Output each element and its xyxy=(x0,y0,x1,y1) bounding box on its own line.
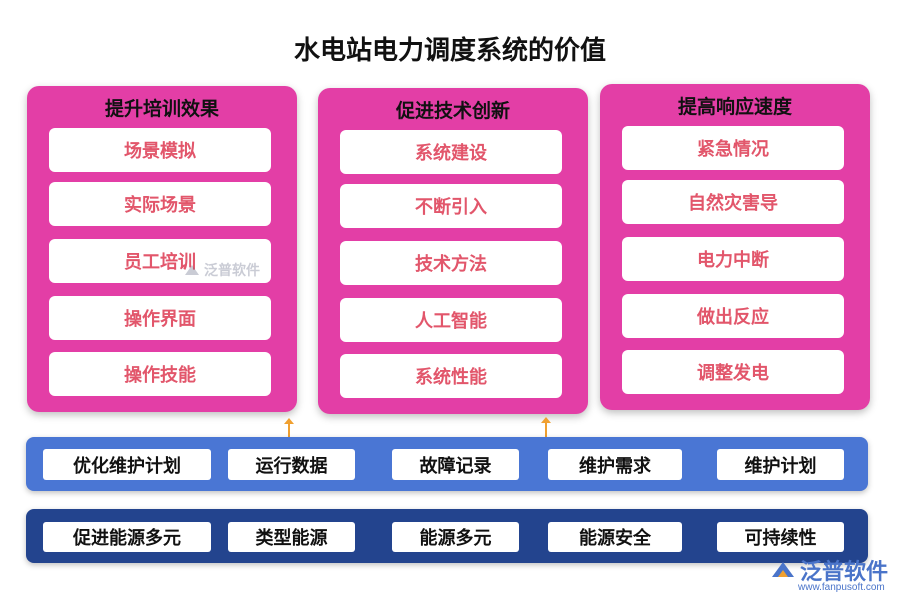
band-maintenance: 优化维护计划 运行数据 故障记录 维护需求 维护计划 xyxy=(26,437,868,491)
band-item: 维护计划 xyxy=(717,449,844,480)
band-item: 运行数据 xyxy=(228,449,355,480)
band-item: 维护需求 xyxy=(548,449,682,480)
panel-title: 提升培训效果 xyxy=(104,98,219,120)
band-item: 类型能源 xyxy=(228,522,355,552)
panel-item: 系统性能 xyxy=(340,354,562,398)
band-item: 促进能源多元 xyxy=(43,522,211,552)
panel-response: 提高响应速度 紧急情况 自然灾害导 电力中断 做出反应 调整发电 xyxy=(600,84,870,410)
panel-item: 系统建设 xyxy=(340,130,562,174)
brand-url: www.fanpusoft.com xyxy=(798,582,885,593)
panel-item: 不断引入 xyxy=(340,184,562,228)
band-item: 故障记录 xyxy=(392,449,519,480)
watermark: 泛普软件 xyxy=(184,260,260,280)
panel-item: 操作技能 xyxy=(49,352,271,396)
panel-title: 促进技术创新 xyxy=(395,100,510,122)
panel-item: 调整发电 xyxy=(622,350,844,394)
panel-item: 员工培训 xyxy=(49,239,271,283)
panel-item: 实际场景 xyxy=(49,182,271,226)
panel-item: 场景模拟 xyxy=(49,128,271,172)
brand-name: 泛普软件 xyxy=(800,560,889,585)
panel-innovation: 促进技术创新 系统建设 不断引入 技术方法 人工智能 系统性能 xyxy=(318,88,588,414)
brand-logo-icon xyxy=(772,562,794,577)
band-item: 能源多元 xyxy=(392,522,519,552)
band-item: 优化维护计划 xyxy=(43,449,211,480)
panel-training: 提升培训效果 场景模拟 实际场景 员工培训 操作界面 操作技能 xyxy=(27,86,297,412)
watermark-text: 泛普软件 xyxy=(204,263,260,279)
band-energy: 促进能源多元 类型能源 能源多元 能源安全 可持续性 xyxy=(26,509,868,563)
diagram-title: 水电站电力调度系统的价值 xyxy=(293,36,606,66)
panel-item: 操作界面 xyxy=(49,296,271,340)
panel-item: 做出反应 xyxy=(622,294,844,338)
panel-item: 电力中断 xyxy=(622,237,844,281)
band-item: 能源安全 xyxy=(548,522,682,552)
panel-item: 紧急情况 xyxy=(622,126,844,170)
panel-title: 提高响应速度 xyxy=(677,96,792,118)
watermark-logo-icon xyxy=(185,265,199,275)
brand-logo: 泛普软件 xyxy=(770,554,888,586)
panel-item: 自然灾害导 xyxy=(622,180,844,224)
panel-item: 人工智能 xyxy=(340,298,562,342)
band-item: 可持续性 xyxy=(717,522,844,552)
panel-item: 技术方法 xyxy=(340,241,562,285)
